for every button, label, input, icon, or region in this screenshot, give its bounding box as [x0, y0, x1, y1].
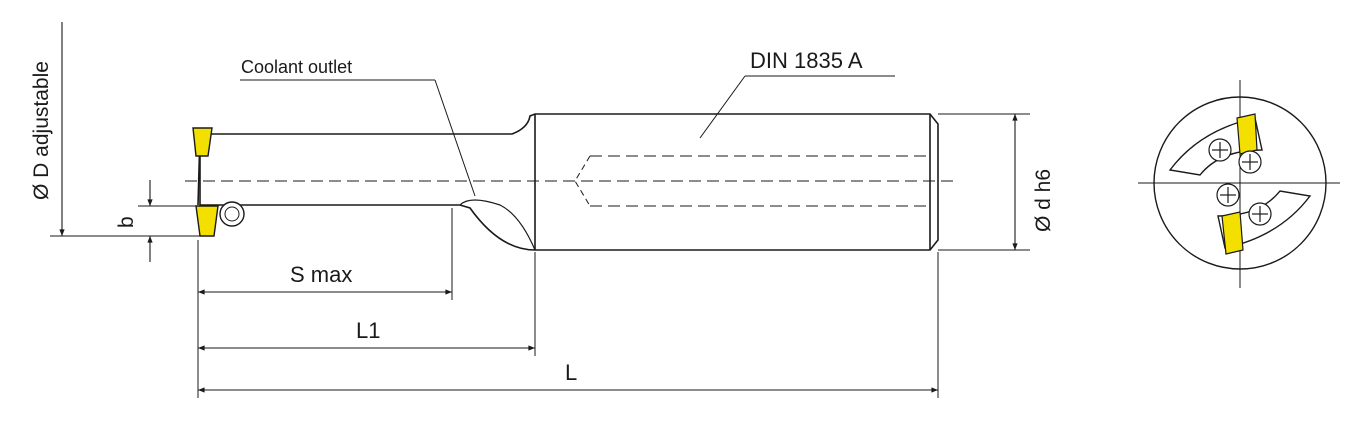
label-l1: L1	[356, 318, 380, 343]
label-diameter-D: Ø D adjustable	[30, 61, 53, 200]
coolant-leader-slant	[434, 79, 476, 197]
insert-screw-icon	[219, 201, 245, 227]
bottom-insert	[195, 201, 245, 237]
label-s-max: S max	[290, 262, 352, 287]
label-din: DIN 1835 A	[750, 48, 863, 73]
tool-body-outline	[199, 113, 939, 251]
din-leader-slant	[699, 75, 746, 139]
label-b: b	[115, 216, 138, 228]
label-coolant-outlet: Coolant outlet	[241, 57, 352, 77]
label-diameter-d: Ø d h6	[1032, 169, 1055, 232]
label-l: L	[565, 360, 577, 385]
end-view	[1138, 80, 1340, 288]
coolant-groove	[459, 199, 536, 251]
end-view-inserts	[1221, 113, 1258, 255]
top-insert	[192, 127, 213, 157]
end-view-screws	[1208, 138, 1272, 226]
